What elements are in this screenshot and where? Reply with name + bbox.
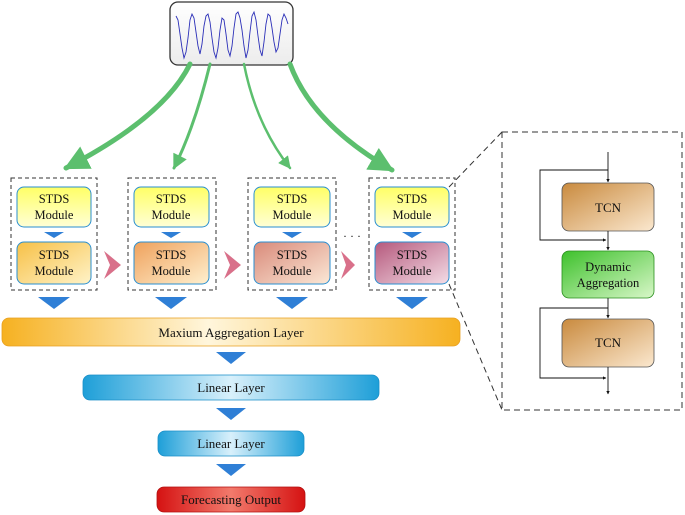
input-signal-box [169, 1, 294, 66]
stds-module-bottom-4 [374, 241, 450, 285]
stds-module-bottom-2 [133, 241, 210, 285]
linear-layer-1 [82, 374, 380, 401]
dynamic-aggregation-label-l1: Dynamic [585, 260, 631, 274]
module-group-3: STDS Module STDS Module [247, 177, 337, 291]
linear-layer-2 [157, 430, 305, 457]
blue-down-arrow [216, 464, 246, 476]
input-distribution-arrows [63, 61, 395, 173]
down-arrows-to-aggregation [38, 297, 428, 309]
tcn-block-1-label: TCN [595, 200, 622, 215]
blue-down-arrow [216, 408, 246, 420]
stds-module-top-3 [253, 186, 331, 228]
stds-module-bottom-1-label-l2: Module [35, 264, 74, 278]
stds-module-top-4 [374, 186, 450, 228]
zoom-connector-lines [448, 131, 503, 411]
stds-module-top-1 [16, 186, 92, 228]
flow-chevrons [104, 251, 355, 279]
tcn-block-2-label: TCN [595, 335, 622, 350]
stds-module-bottom-1-label-l1: STDS [39, 248, 70, 262]
maxium-aggregation-layer [1, 317, 461, 347]
blue-down-arrow [161, 232, 181, 238]
blue-down-arrow [44, 232, 64, 238]
stds-module-top-1-label-l2: Module [35, 208, 74, 222]
stds-module-bottom-4-label-l2: Module [393, 264, 432, 278]
stds-module-bottom-1 [16, 241, 92, 285]
green-arrow-1 [63, 61, 193, 171]
stds-module-bottom-3-label-l1: STDS [277, 248, 308, 262]
stds-module-bottom-2-label-l1: STDS [156, 248, 187, 262]
stds-module-detail-panel: TCN Dynamic Aggregation TCN [501, 131, 683, 411]
dynamic-aggregation-block [561, 250, 655, 299]
ellipsis: · · · [343, 229, 361, 243]
stds-module-top-2 [133, 186, 210, 228]
chevron-right-icon [104, 251, 121, 279]
stds-module-top-4-label-l1: STDS [397, 192, 428, 206]
blue-down-arrow [402, 232, 422, 238]
blue-down-arrow [282, 232, 302, 238]
green-arrow-4 [287, 61, 395, 173]
stds-module-bottom-3 [253, 241, 331, 285]
stds-module-bottom-2-label-l2: Module [152, 264, 191, 278]
forecasting-output [156, 486, 306, 513]
linear-layer-2-label: Linear Layer [197, 436, 265, 451]
forecasting-output-label: Forecasting Output [181, 492, 281, 507]
module-group-1: STDS Module STDS Module [10, 177, 98, 291]
dynamic-aggregation-label-l2: Aggregation [577, 276, 640, 290]
chevron-right-icon [341, 251, 355, 279]
linear-layer-1-label: Linear Layer [197, 380, 265, 395]
module-group-2: STDS Module STDS Module [127, 177, 217, 291]
module-group-4: STDS Module STDS Module [368, 177, 456, 291]
stds-module-top-2-label-l1: STDS [156, 192, 187, 206]
stds-module-top-1-label-l1: STDS [39, 192, 70, 206]
green-arrow-2 [172, 62, 212, 170]
stds-module-top-2-label-l2: Module [152, 208, 191, 222]
stds-module-top-3-label-l1: STDS [277, 192, 308, 206]
maxium-aggregation-layer-label: Maxium Aggregation Layer [158, 325, 304, 340]
stds-module-top-4-label-l2: Module [393, 208, 432, 222]
chevron-right-icon [224, 251, 241, 279]
input-signal-waveform [175, 10, 289, 60]
stds-module-bottom-4-label-l1: STDS [397, 248, 428, 262]
stds-module-top-3-label-l2: Module [273, 208, 312, 222]
stds-module-bottom-3-label-l2: Module [273, 264, 312, 278]
blue-down-arrow [216, 352, 246, 364]
green-arrow-3 [242, 62, 292, 170]
